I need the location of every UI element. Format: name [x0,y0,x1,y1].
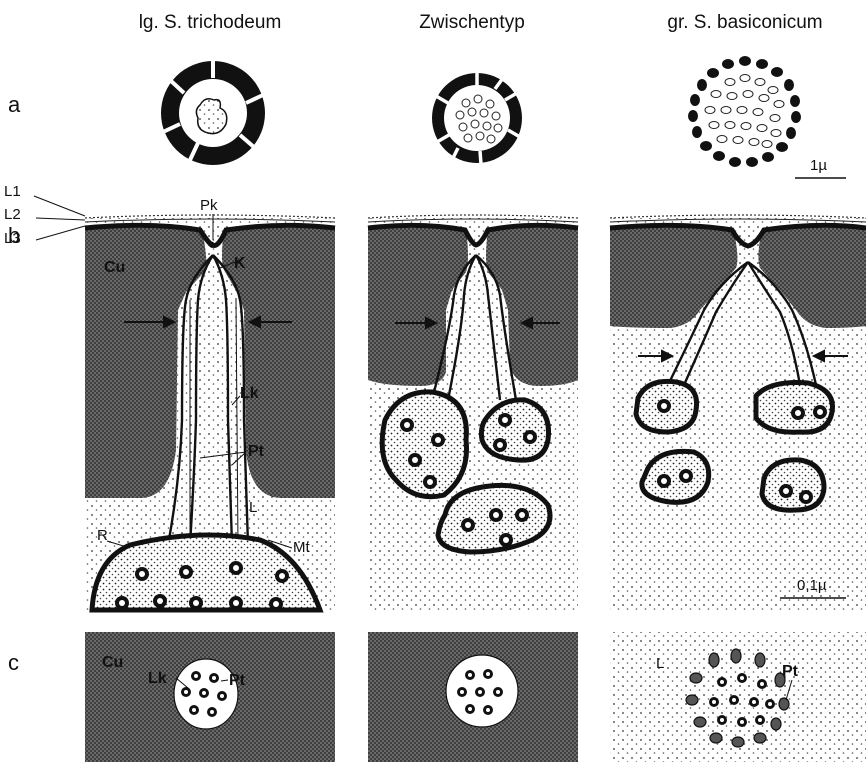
scale-label-bottom: 0,1µ [797,577,827,594]
label-Pt-b: Pt [248,443,265,460]
scale-bar-1mu: 1µ [795,157,846,178]
label-L-b: L [249,499,257,516]
label-Pt-c1: Pt [229,672,246,689]
label-L-c: L [656,655,664,672]
cross-section-basiconicum [688,56,801,167]
row-label-a: a [8,92,21,117]
label-L1: L1 [4,183,21,200]
label-L2: L2 [4,206,21,223]
longitudinal-zwischentyp [368,215,578,610]
cross-section-zwischentyp [432,72,522,164]
label-Mt: Mt [293,539,310,556]
label-Cu-b: Cu [104,259,125,276]
scale-label-top: 1µ [810,157,827,174]
label-Pk: Pk [200,197,218,214]
label-Cu-c: Cu [102,654,123,671]
base-section-trichodeum [85,632,335,762]
label-L3: L3 [4,230,21,247]
label-Lk-b: Lk [240,385,259,402]
label-K: K [234,255,246,272]
column-title-1: lg. S. trichodeum [139,12,282,33]
label-Lk-c: Lk [148,670,167,687]
base-section-basiconicum [610,632,866,762]
column-title-2: Zwischentyp [419,12,525,33]
base-section-zwischentyp [368,632,578,762]
longitudinal-basiconicum [610,215,866,610]
label-R: R [97,527,108,544]
row-label-c: c [8,650,19,675]
label-Pt-c3: Pt [782,663,799,680]
cross-section-trichodeum [161,60,265,165]
column-title-3: gr. S. basiconicum [667,12,822,33]
